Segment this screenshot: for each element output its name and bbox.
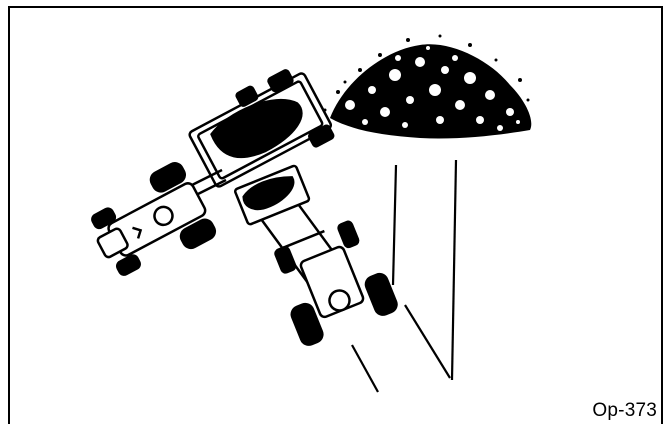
loader-tractor-icon (234, 149, 399, 349)
material-pile-icon (324, 35, 532, 139)
figure-label: Op-373 (592, 400, 657, 422)
tire-tracks (352, 160, 456, 392)
